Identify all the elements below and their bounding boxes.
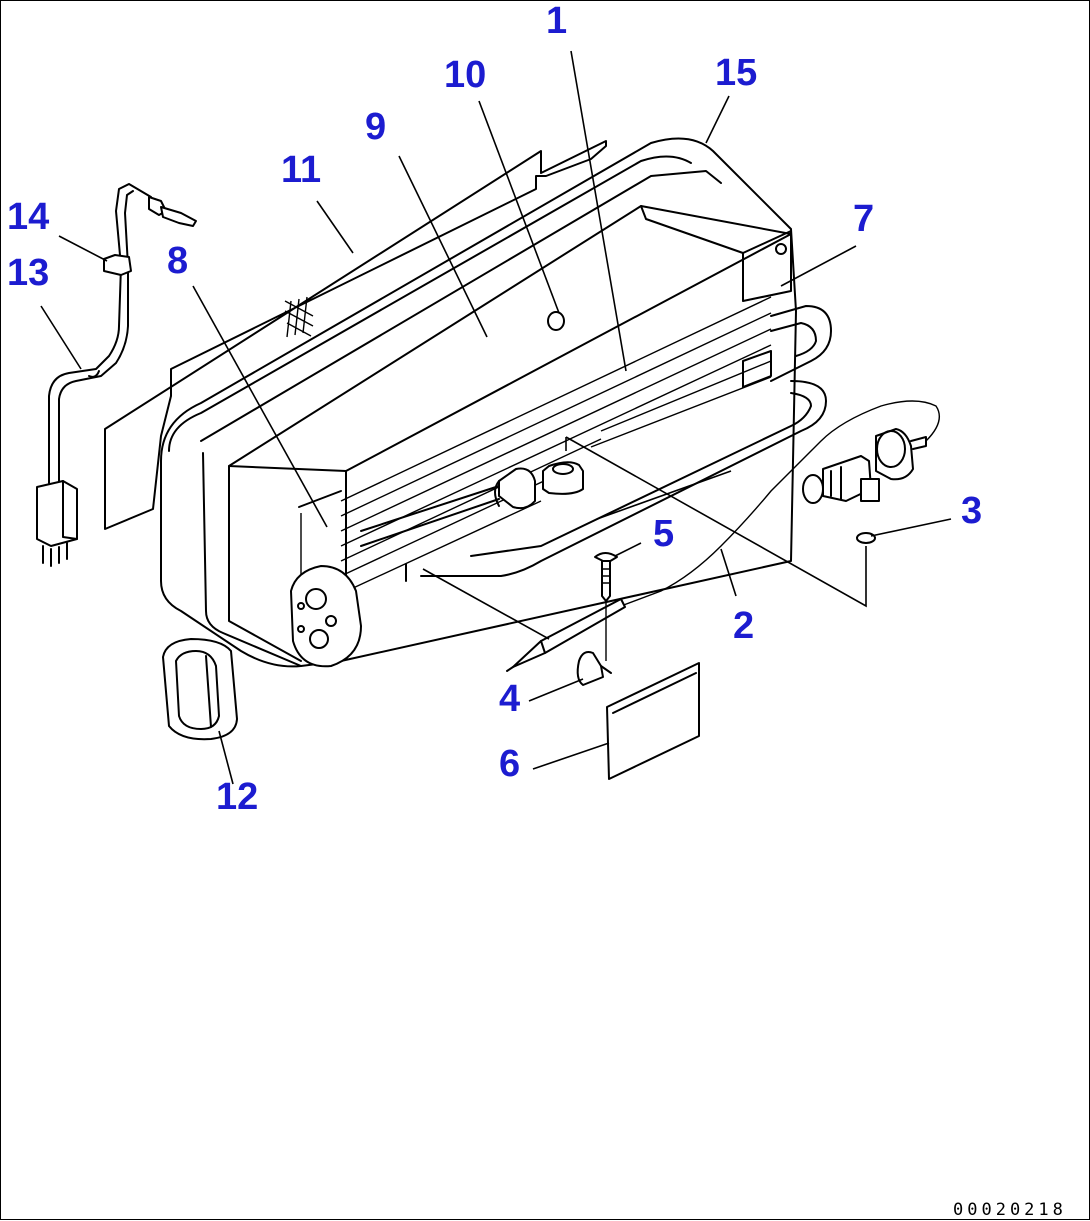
thermistor-sensor (506, 598, 626, 672)
callout-9: 9 (365, 106, 386, 148)
callout-6: 6 (499, 743, 520, 785)
gasket-sheet (104, 140, 607, 530)
leader-lines (40, 50, 952, 785)
callout-labels: 1 2 3 4 5 6 7 8 9 10 11 12 13 14 15 (7, 1, 982, 818)
callout-13: 13 (7, 252, 49, 294)
pipes (405, 305, 832, 582)
callout-14: 14 (7, 196, 49, 238)
insulation-pad (606, 662, 700, 780)
callout-15: 15 (715, 52, 757, 94)
callout-8: 8 (167, 240, 188, 282)
callout-1: 1 (546, 1, 567, 42)
water-valve (802, 428, 927, 544)
duct-seal (162, 638, 238, 741)
callout-4: 4 (499, 678, 520, 720)
screw (594, 552, 618, 661)
callout-2: 2 (733, 605, 754, 647)
wire-harness (36, 183, 197, 567)
callout-7: 7 (853, 198, 874, 240)
clip (576, 651, 612, 686)
end-cap (290, 565, 362, 668)
callout-5: 5 (653, 513, 674, 555)
drawing-code: 00020218 (953, 1200, 1067, 1220)
callout-10: 10 (444, 54, 486, 96)
callout-11: 11 (281, 149, 321, 191)
grommet-and-fitting (360, 311, 584, 547)
callout-3: 3 (961, 490, 982, 532)
heater-case (160, 137, 797, 668)
capillary-tube (620, 400, 940, 607)
callout-12: 12 (216, 776, 258, 818)
